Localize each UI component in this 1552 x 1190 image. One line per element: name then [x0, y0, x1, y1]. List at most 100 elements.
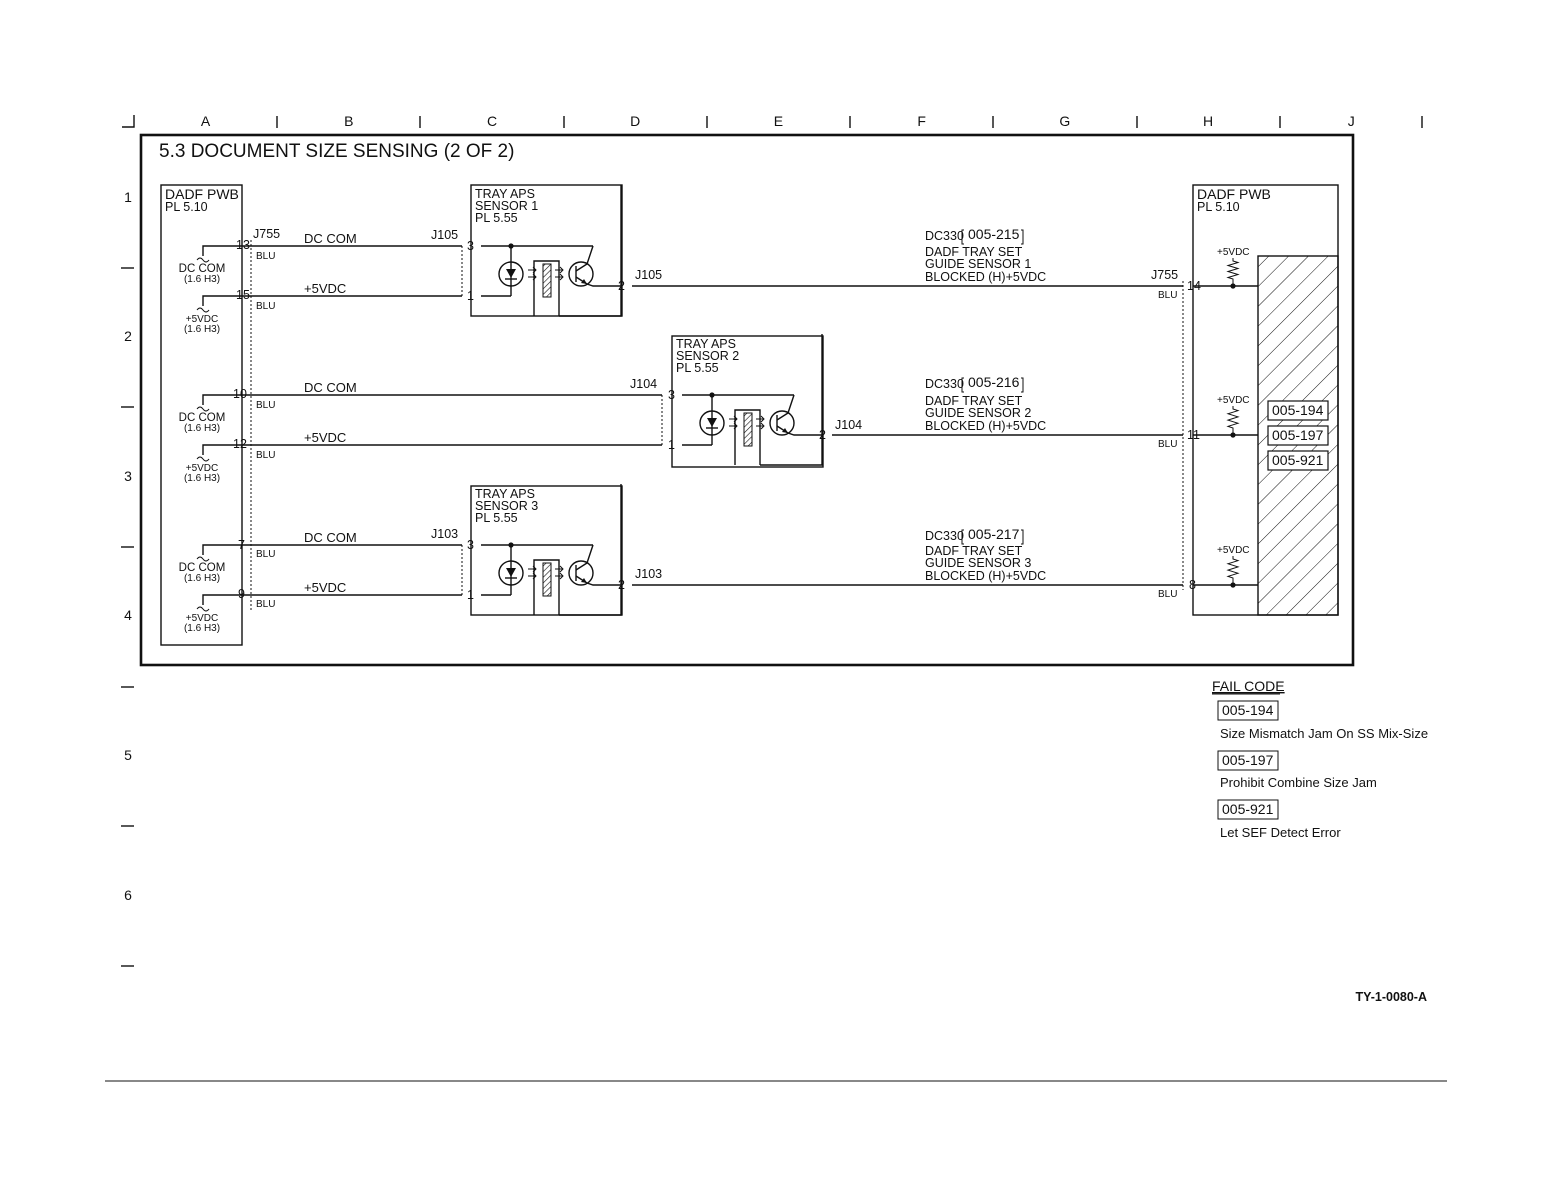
pwb-loc-label: (1.6 H3)	[184, 623, 220, 634]
signal-1-status-code: 005-215	[968, 226, 1020, 242]
pullup-label-2: +5VDC	[1217, 395, 1250, 406]
sensor-3-name-l2: SENSOR 3	[475, 499, 538, 513]
page-title: 5.3 DOCUMENT SIZE SENSING (2 OF 2)	[159, 141, 514, 162]
photo-interrupter-symbol	[481, 484, 622, 616]
sensor-3-wire-color-p5: BLU	[256, 599, 275, 610]
signal-2-dc-code: DC330	[925, 377, 964, 391]
sensor-3-wire-p5: +5VDC	[304, 580, 346, 595]
sensor-2-connector-out: J104	[835, 418, 862, 432]
pwb-fail-code-box-2: 005-197	[1267, 425, 1329, 446]
sensor-1-pin-p5: 1	[467, 289, 474, 303]
legend-desc-2: Prohibit Combine Size Jam	[1220, 775, 1377, 790]
pwb-stub-pair-3: DC COM(1.6 H3)+5VDC(1.6 H3)	[179, 544, 242, 634]
pwb-loc-label: (1.6 H3)	[184, 274, 220, 285]
sensor-1-name-l2: SENSOR 1	[475, 199, 538, 213]
pwb-dccom-label: DC COM	[179, 412, 226, 424]
signal-1-dc-code: DC330	[925, 229, 964, 243]
pullup-resistor	[1193, 406, 1258, 438]
sensor-1-pin-com: 3	[467, 239, 474, 253]
legend-code-3: 005-921	[1222, 801, 1274, 817]
pwb-loc-label: (1.6 H3)	[184, 423, 220, 434]
sensor-3-wire-color-com: BLU	[256, 549, 275, 560]
sensor-1-connector: J105	[431, 228, 458, 242]
pwb-loc-label: (1.6 H3)	[184, 473, 220, 484]
sensor-3-pin-p5: 1	[467, 588, 474, 602]
photo-interrupter-symbol	[682, 334, 823, 466]
right-pwb-pl: PL 5.10	[1197, 200, 1240, 214]
sensor-2-wire-color-p5: BLU	[256, 450, 275, 461]
row-label-4: 4	[124, 607, 132, 623]
pwb-5v-label: +5VDC	[186, 463, 219, 474]
fail-code-heading: FAIL CODE	[1212, 678, 1285, 694]
pwb-stub-pair-1: DC COM(1.6 H3)+5VDC(1.6 H3)	[179, 245, 242, 335]
sensor-3: TRAY APS SENSOR 3 PL 5.55 J103 J103 3 1 …	[238, 484, 1183, 616]
left-pwb-pl: PL 5.10	[165, 200, 208, 214]
sensor-1-wire-color-p5: BLU	[256, 301, 275, 312]
sensor-2-wire-color-com: BLU	[256, 400, 275, 411]
sensor-1-wire-color-com: BLU	[256, 251, 275, 262]
signal-3-line3: BLOCKED (H)+5VDC	[925, 569, 1046, 583]
pwb-fail-code-3: 005-921	[1272, 452, 1324, 468]
sensor-2: TRAY APS SENSOR 2 PL 5.55 J104 J104 3 1 …	[233, 334, 1183, 468]
col-label-a: A	[201, 113, 211, 129]
signal-3-label: DC330 005-217 DADF TRAY SET GUIDE SENSOR…	[925, 526, 1046, 583]
row-label-2: 2	[124, 328, 132, 344]
pwb-fail-code-2: 005-197	[1272, 427, 1324, 443]
signal-1-label: DC330 005-215 DADF TRAY SET GUIDE SENSOR…	[925, 226, 1046, 284]
sensor-2-name-l2: SENSOR 2	[676, 349, 739, 363]
sensor-2-connector: J104	[630, 377, 657, 391]
signal-3-dc-code: DC330	[925, 529, 964, 543]
sensor-3-name-l1: TRAY APS	[475, 487, 535, 501]
col-label-c: C	[487, 113, 497, 129]
pwb-dccom-label: DC COM	[179, 562, 226, 574]
sensor-2-pl: PL 5.55	[676, 361, 719, 375]
signal-2-label: DC330 005-216 DADF TRAY SET GUIDE SENSOR…	[925, 374, 1046, 433]
right-pwb-input-3: BLU 8 +5VDC	[1158, 545, 1258, 600]
right-wire-color-3: BLU	[1158, 589, 1177, 600]
sensor-1-pwb-pin-com: 13	[236, 238, 250, 252]
col-label-g: G	[1059, 113, 1070, 129]
signal-2-status-code: 005-216	[968, 374, 1020, 390]
right-pwb-name: DADF PWB	[1197, 186, 1271, 202]
sensor-3-pwb-pin-p5: 9	[238, 587, 245, 601]
col-label-j: J	[1348, 113, 1355, 129]
pwb-fail-code-box-3: 005-921	[1267, 450, 1329, 471]
sensor-3-wire-dccom: DC COM	[304, 530, 357, 545]
pullup-label-1: +5VDC	[1217, 247, 1250, 258]
left-pwb-connector: J755	[253, 227, 280, 241]
sensor-1-connector-out: J105	[635, 268, 662, 282]
signal-1-line1: DADF TRAY SET	[925, 245, 1023, 259]
diagram-frame	[139, 133, 1355, 667]
right-wire-color-2: BLU	[1158, 439, 1177, 450]
sensor-2-wire-dccom: DC COM	[304, 380, 357, 395]
pullup-resistor	[1193, 258, 1258, 289]
sensor-1-name-l1: TRAY APS	[475, 187, 535, 201]
sensor-3-connector-out: J103	[635, 567, 662, 581]
pwb-loc-label: (1.6 H3)	[184, 573, 220, 584]
col-label-h: H	[1203, 113, 1213, 129]
right-pwb-input-2: BLU 11 +5VDC	[1158, 395, 1258, 450]
pwb-fail-code-box-1: 005-194	[1267, 400, 1329, 421]
sensor-2-pin-com: 3	[668, 388, 675, 402]
signal-3-status-code: 005-217	[968, 526, 1020, 542]
right-pin-3: 8	[1189, 578, 1196, 592]
pwb-5v-label: +5VDC	[186, 613, 219, 624]
col-label-f: F	[917, 113, 926, 129]
row-label-6: 6	[124, 887, 132, 903]
signal-1-line2: GUIDE SENSOR 1	[925, 257, 1031, 271]
signal-2-line3: BLOCKED (H)+5VDC	[925, 419, 1046, 433]
left-pwb: DADF PWB PL 5.10 J755	[160, 184, 280, 646]
pwb-dccom-label: DC COM	[179, 263, 226, 275]
left-pwb-name: DADF PWB	[165, 186, 239, 202]
right-wire-color-1: BLU	[1158, 290, 1177, 301]
sensor-1-wire-dccom: DC COM	[304, 231, 357, 246]
signal-3-line1: DADF TRAY SET	[925, 544, 1023, 558]
legend-desc-1: Size Mismatch Jam On SS Mix-Size	[1220, 726, 1428, 741]
right-pwb-input-1: BLU 14 +5VDC	[1158, 247, 1258, 301]
sensor-2-name-l1: TRAY APS	[676, 337, 736, 351]
pwb-fail-code-1: 005-194	[1272, 402, 1324, 418]
sensor-3-pin-com: 3	[467, 538, 474, 552]
row-label-3: 3	[124, 468, 132, 484]
signal-2-line1: DADF TRAY SET	[925, 394, 1023, 408]
